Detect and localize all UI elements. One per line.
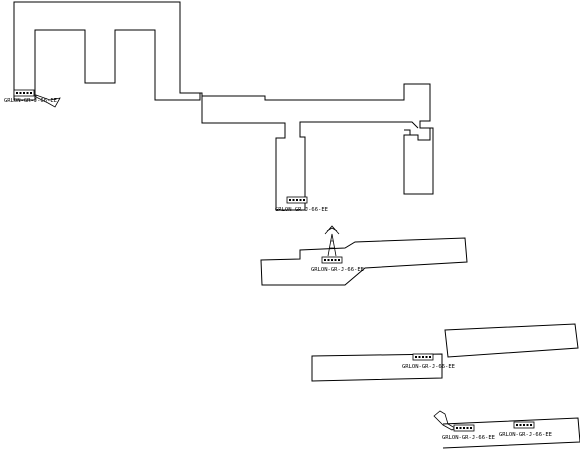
access-point-icon (35, 94, 61, 108)
antenna-tower-icon (324, 225, 340, 257)
device-label: GRLON-GR-J-66-EE (499, 432, 552, 438)
switch-device-3[interactable]: GRLON-GR-J-66-EE (311, 225, 364, 273)
device-label: GRLON-GR-J-66-EE (275, 207, 328, 213)
building-d-outline (442, 417, 580, 449)
switch-device-4[interactable]: GRLON-GR-J-66-EE (402, 353, 455, 370)
switch-ports (415, 356, 431, 358)
switch-ports (16, 92, 32, 94)
building-b-outline (260, 237, 468, 286)
switch-ports (289, 199, 305, 201)
building-a-outline (13, 1, 434, 211)
access-point-icon (433, 410, 456, 431)
device-label: GRLON-GR-J-66-EE (4, 98, 57, 104)
switch-device-1[interactable]: GRLON-GR-J-66-EE (4, 89, 61, 108)
device-label: GRLON-GR-J-66-EE (402, 364, 455, 370)
device-label: GRLON-GR-J-66-EE (442, 435, 495, 441)
switch-ports (516, 424, 532, 426)
switch-device-6[interactable]: GRLON-GR-J-66-EE (499, 421, 552, 438)
switch-ports (456, 427, 472, 429)
switch-device-2[interactable]: GRLON-GR-J-66-EE (275, 196, 328, 213)
switch-device-5[interactable]: GRLON-GR-J-66-EE (433, 410, 495, 441)
building-c-outline (311, 323, 579, 382)
switch-ports (324, 259, 340, 261)
device-label: GRLON-GR-J-66-EE (311, 267, 364, 273)
